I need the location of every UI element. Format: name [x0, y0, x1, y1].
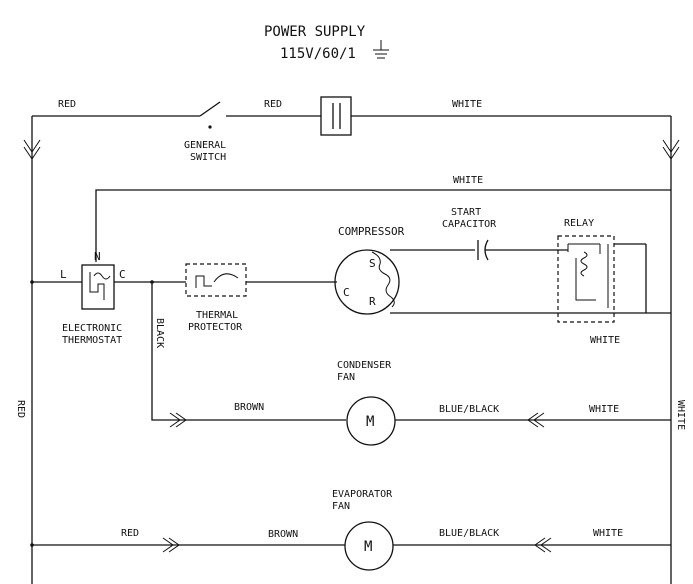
compressor-label: COMPRESSOR	[338, 225, 405, 238]
condenser-fan-motor	[346, 396, 396, 446]
junction-dot	[30, 280, 34, 284]
wire-label-white: WHITE	[590, 335, 620, 346]
chevron-down-icon	[23, 139, 41, 160]
ground-icon	[373, 40, 389, 59]
start-capacitor-label: CAPACITOR	[442, 219, 497, 230]
thermal-protector	[185, 263, 247, 297]
start-capacitor	[390, 239, 568, 261]
black-wire	[151, 282, 346, 421]
evaporator-fan-label: EVAPORATOR	[332, 489, 393, 500]
wire-label-red: RED	[121, 528, 139, 539]
thermostat-pin-l: L	[60, 268, 67, 281]
general-switch-label: GENERAL	[184, 140, 226, 151]
wire-label-blue-black: BLUE/BLACK	[439, 404, 499, 415]
white-wire-upper	[95, 189, 671, 262]
power-plug-icon	[320, 96, 352, 136]
compressor-pin-r: R	[369, 295, 376, 308]
junction-dot	[30, 543, 34, 547]
junction-dot	[150, 280, 154, 284]
wire-label-white: WHITE	[589, 404, 619, 415]
wire-label-brown: BROWN	[234, 402, 264, 413]
compressor-pin-c: C	[343, 286, 350, 299]
wire-label-blue-black: BLUE/BLACK	[439, 528, 499, 539]
relay	[557, 235, 647, 323]
thermal-protector-label: THERMAL	[196, 310, 238, 321]
general-switch-icon	[199, 101, 221, 129]
chevron-right-icon	[162, 537, 180, 553]
wire-label-white: WHITE	[675, 400, 686, 430]
thermal-protector-label: PROTECTOR	[188, 322, 243, 333]
wire-label-red: RED	[15, 400, 26, 418]
wire-label-brown: BROWN	[268, 529, 298, 540]
evaporator-fan-label: FAN	[332, 501, 350, 512]
chevron-down-icon	[662, 139, 680, 160]
compressor	[334, 249, 400, 315]
condenser-fan-label: FAN	[337, 372, 355, 383]
evaporator-fan-motor	[344, 521, 394, 571]
chevron-left-icon	[534, 537, 552, 553]
electronic-thermostat	[81, 264, 115, 310]
wire-label-red: RED	[264, 99, 282, 110]
thermostat-label: ELECTRONIC	[62, 323, 122, 334]
chevron-left-icon	[527, 412, 545, 428]
chevron-right-icon	[169, 412, 187, 428]
condenser-fan-label: CONDENSER	[337, 360, 392, 371]
wire-label-red: RED	[58, 99, 76, 110]
condenser-motor-letter: M	[366, 414, 374, 430]
thermostat-label: THERMOSTAT	[62, 335, 122, 346]
thermostat-pin-n: N	[94, 250, 101, 263]
relay-label: RELAY	[564, 218, 594, 229]
wire-label-white: WHITE	[453, 175, 483, 186]
power-supply-title: POWER SUPPLY	[264, 24, 366, 40]
general-switch-label: SWITCH	[190, 152, 226, 163]
compressor-pin-s: S	[369, 257, 376, 270]
wire-label-white: WHITE	[593, 528, 623, 539]
start-capacitor-label: START	[451, 207, 481, 218]
evaporator-motor-letter: M	[364, 539, 372, 555]
thermostat-pin-c: C	[119, 268, 126, 281]
wire-label-white: WHITE	[452, 99, 482, 110]
power-supply-rating: 115V/60/1	[280, 46, 356, 62]
wire-label-black: BLACK	[154, 318, 165, 348]
